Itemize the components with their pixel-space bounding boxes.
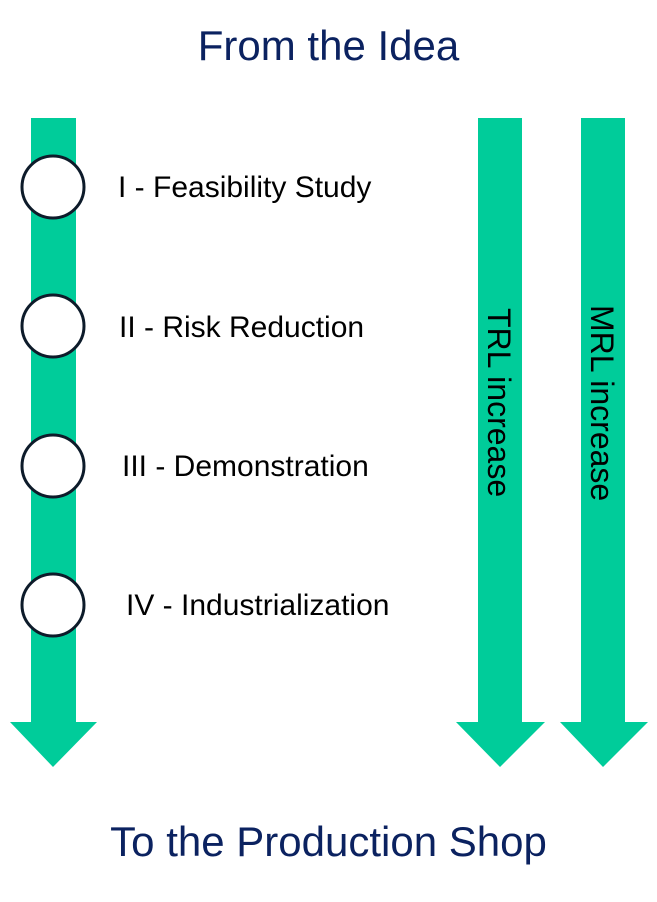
diagram-title-top: From the Idea [197,22,460,69]
trl-arrow [456,118,545,767]
stage-label-1: I - Feasibility Study [118,171,371,204]
trl-arrow-label: TRL increase [481,308,517,497]
diagram-title-bottom: To the Production Shop [110,818,547,865]
stage-label-4: IV - Industrialization [126,589,389,622]
stage-label-2: II - Risk Reduction [119,311,364,344]
stage-marker-3 [20,433,86,499]
mrl-arrow-label: MRL increase [584,305,620,501]
mrl-arrow [560,118,648,767]
stage-marker-1 [20,154,86,220]
stage-marker-4 [20,572,86,638]
stage-marker-2 [20,293,86,359]
stage-label-3: III - Demonstration [122,450,369,483]
